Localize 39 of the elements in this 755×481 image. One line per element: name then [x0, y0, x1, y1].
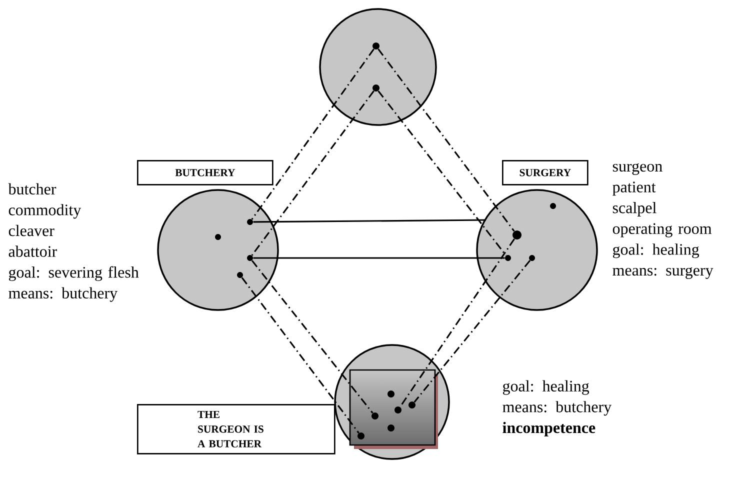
- element-dot: [388, 424, 394, 432]
- space-circle: [319, 8, 437, 126]
- label-box: BUTCHERY: [137, 160, 274, 186]
- connector-line: [253, 257, 505, 259]
- mapping-line: [251, 260, 374, 414]
- node-label: butcher: [8, 183, 56, 195]
- node-label: patient: [612, 182, 656, 196]
- element-dot: [394, 406, 402, 414]
- mapping-line: [414, 260, 531, 403]
- node-label: goal: severing flesh: [8, 266, 139, 282]
- element-list: surgeon patient scalpel operating room goal: healing means: surgery: [612, 163, 714, 279]
- node-label: means: butchery: [8, 287, 118, 302]
- space-circle: [157, 189, 279, 311]
- element-dot: [358, 432, 364, 440]
- node-label: means: surgery: [612, 267, 714, 279]
- element-dot: [408, 402, 416, 408]
- mapping-line: [378, 90, 507, 256]
- element-dot: [372, 412, 378, 420]
- space-circle: [476, 189, 598, 311]
- node-label: cleaver: [8, 224, 54, 236]
- node-label: surgeon: [612, 163, 662, 175]
- mapping-line: [251, 90, 374, 256]
- connector-line: [253, 219, 486, 223]
- mapping-line: [251, 48, 374, 220]
- mapping-line: [399, 238, 515, 408]
- label-box: SURGERY: [502, 160, 588, 186]
- element-dot: [388, 390, 394, 398]
- mapping-line: [378, 48, 515, 232]
- element-dot: [512, 230, 522, 240]
- node-label: scalpel: [612, 202, 656, 216]
- node-label: goal: healing: [612, 244, 700, 258]
- element-dot: [372, 84, 380, 92]
- element-dot: [372, 42, 380, 50]
- element-list: butcher commodity cleaver abattoir goal: severing flesh means: butchery: [8, 183, 139, 302]
- node-label: commodity: [8, 204, 82, 219]
- element-list: goal: healing means: butchery incompetence: [502, 380, 612, 436]
- label-box: THE SURGEON IS A BUTCHER: [137, 404, 336, 454]
- node-label: operating room: [612, 223, 712, 238]
- node-label: abattoir: [8, 246, 58, 257]
